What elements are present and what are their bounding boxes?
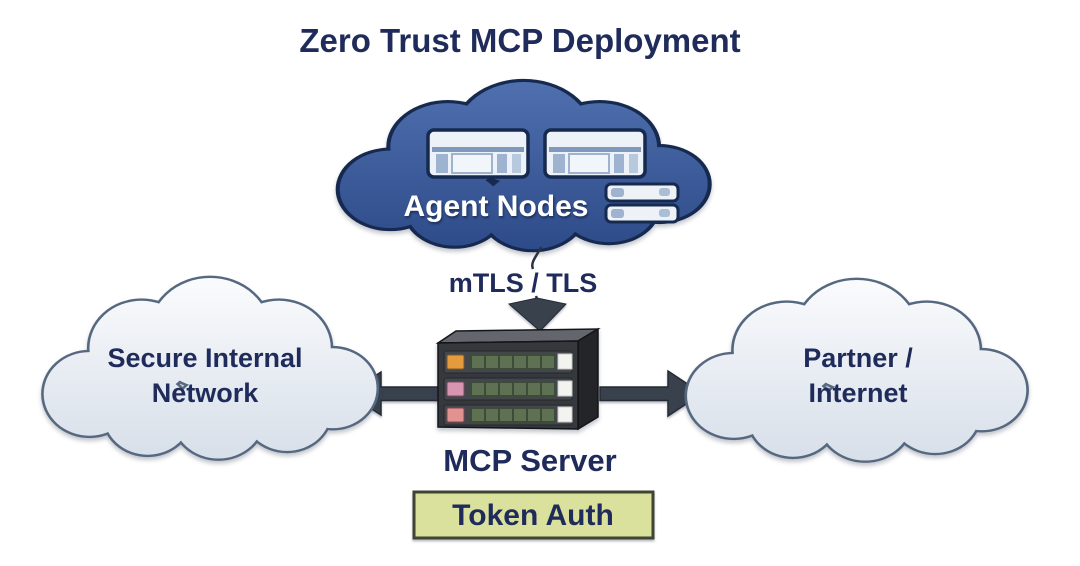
token-auth-box — [412, 490, 655, 540]
right-arrow — [599, 369, 704, 418]
server-led — [446, 354, 465, 370]
page-title: Zero Trust MCP Deployment — [299, 22, 740, 59]
secure-internal-network-label-line2: Network — [152, 378, 260, 408]
stacked-servers-icon — [604, 182, 680, 224]
mcp-server-graphic — [435, 327, 601, 431]
token-auth-rect — [412, 490, 655, 540]
connector-line-upper — [531, 246, 543, 270]
secure-internal-network-label-line1: Secure Internal — [107, 343, 302, 373]
server-led — [446, 381, 465, 397]
partner-internet-label-line1: Partner / — [803, 343, 913, 373]
server-led — [446, 407, 465, 423]
mcp-server-label: MCP Server — [443, 443, 616, 478]
partner-internet-label-line2: Internet — [808, 378, 907, 408]
token-auth-label: Token Auth — [452, 499, 614, 532]
mtls-tls-label: mTLS / TLS — [449, 268, 598, 298]
down-arrowhead — [507, 297, 567, 332]
server-rack-icon — [543, 128, 647, 179]
agent-nodes-label: Agent Nodes — [403, 190, 588, 223]
server-rack-icon — [426, 128, 530, 179]
